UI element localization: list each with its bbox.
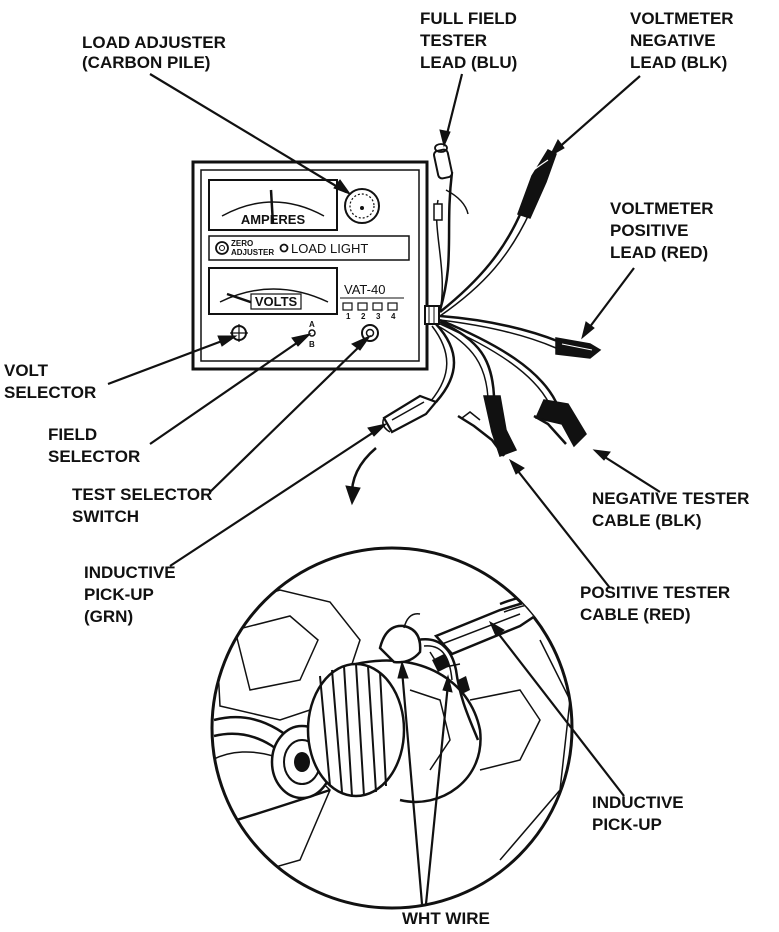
label-inductive-pickup: INDUCTIVE PICK-UP xyxy=(592,793,684,834)
label-test-selector-line2: SWITCH xyxy=(72,507,139,526)
label-volt-pos-line2: POSITIVE xyxy=(610,221,688,240)
wht-wire xyxy=(417,638,480,741)
zero-adjuster-label-line1: ZERO xyxy=(231,239,253,248)
leader-volt-selector xyxy=(107,336,231,386)
leader-inductive-pickup-grn xyxy=(169,427,381,567)
label-test-selector: TEST SELECTOR SWITCH xyxy=(72,485,212,526)
field-selector-b: B xyxy=(309,340,315,349)
model-label: VAT-40 xyxy=(344,282,385,297)
test-position-3: 3 xyxy=(376,312,381,321)
label-neg-cable-line1: NEGATIVE TESTER xyxy=(592,489,749,508)
full-field-lead-wire xyxy=(438,171,454,311)
test-position-4: 4 xyxy=(391,312,396,321)
voltmeter-positive-wire xyxy=(439,314,561,344)
load-adjuster-knob[interactable] xyxy=(344,188,380,224)
test-position-markers: 1 2 3 4 xyxy=(342,302,398,321)
label-volt-selector-line1: VOLT xyxy=(4,361,49,380)
label-pos-cable-line2: CABLE (RED) xyxy=(580,605,691,624)
label-positive-cable: POSITIVE TESTER CABLE (RED) xyxy=(580,583,730,624)
volts-label: VOLTS xyxy=(255,294,298,309)
positive-tester-clamp xyxy=(457,395,518,457)
volts-meter: VOLTS xyxy=(208,267,338,315)
label-inductive-grn-line2: PICK-UP xyxy=(84,585,154,604)
amperes-label: AMPERES xyxy=(241,212,306,227)
cable-bundle xyxy=(382,143,602,457)
label-field-selector: FIELD SELECTOR xyxy=(48,425,140,466)
label-field-selector-line1: FIELD xyxy=(48,425,97,444)
leader-wht-wire-1 xyxy=(400,669,424,905)
label-inductive-grn-line3: (GRN) xyxy=(84,607,133,626)
label-full-field-line2: TESTER xyxy=(420,31,487,50)
label-volt-neg-line3: LEAD (BLK) xyxy=(630,53,727,72)
label-inductive-grn-line1: INDUCTIVE xyxy=(84,563,176,582)
label-inductive-line2: PICK-UP xyxy=(592,815,662,834)
leader-load-adjuster xyxy=(149,73,347,193)
leader-positive-cable xyxy=(513,465,611,589)
test-position-1: 1 xyxy=(346,312,351,321)
negative-tester-clamp xyxy=(533,399,587,448)
amperes-needle xyxy=(269,189,275,225)
label-volt-neg-line1: VOLTMETER xyxy=(630,9,734,28)
test-position-2: 2 xyxy=(361,312,366,321)
label-voltmeter-negative: VOLTMETER NEGATIVE LEAD (BLK) xyxy=(630,9,734,72)
label-inductive-pickup-grn: INDUCTIVE PICK-UP (GRN) xyxy=(84,563,176,626)
label-inductive-line1: INDUCTIVE xyxy=(592,793,684,812)
field-selector-switch[interactable]: A B xyxy=(308,320,316,349)
load-light-indicator xyxy=(279,243,289,253)
amperes-meter: AMPERES xyxy=(208,179,338,231)
label-full-field-line3: LEAD (BLU) xyxy=(420,53,517,72)
positive-tester-cable xyxy=(439,320,496,397)
voltmeter-negative-clip xyxy=(517,149,557,219)
full-field-lead-connector xyxy=(432,143,469,221)
leader-field-selector xyxy=(149,337,305,445)
voltmeter-positive-clip xyxy=(555,337,602,359)
label-volt-pos-line1: VOLTMETER xyxy=(610,199,714,218)
label-load-adjuster-line2: (CARBON PILE) xyxy=(82,53,210,72)
load-light-label: LOAD LIGHT xyxy=(291,241,368,256)
volt-selector-knob[interactable] xyxy=(230,324,248,342)
label-volt-neg-line2: NEGATIVE xyxy=(630,31,716,50)
label-full-field-lead: FULL FIELD TESTER LEAD (BLU) xyxy=(420,9,517,72)
field-selector-a: A xyxy=(309,320,315,329)
leader-voltmeter-positive xyxy=(585,267,635,333)
label-test-selector-line1: TEST SELECTOR xyxy=(72,485,212,504)
leader-negative-cable xyxy=(599,453,661,493)
label-full-field-line1: FULL FIELD xyxy=(420,9,517,28)
inductive-pickup-grn-clip xyxy=(382,394,438,434)
zero-adjuster-label-line2: ADJUSTER xyxy=(231,248,274,257)
leader-full-field xyxy=(444,73,464,139)
label-volt-selector-line2: SELECTOR xyxy=(4,383,96,402)
alternator-detail-view xyxy=(210,546,574,910)
alternator-body xyxy=(306,659,541,804)
terminal-boot xyxy=(378,613,422,664)
negative-tester-cable xyxy=(439,318,558,403)
label-pos-cable-line1: POSITIVE TESTER xyxy=(580,583,730,602)
label-load-adjuster-line1: LOAD ADJUSTER xyxy=(82,33,226,52)
leader-wht-wire-2 xyxy=(424,683,450,905)
inductive-pickup-lead-wire xyxy=(435,323,456,403)
label-wht-wire: WHT WIRE xyxy=(402,909,490,928)
label-volt-pos-line3: LEAD (RED) xyxy=(610,243,708,262)
label-negative-cable: NEGATIVE TESTER CABLE (BLK) xyxy=(592,489,749,530)
test-selector-knob[interactable] xyxy=(361,324,379,342)
leader-test-selector xyxy=(209,341,365,493)
label-field-selector-line2: SELECTOR xyxy=(48,447,140,466)
zero-adjuster[interactable] xyxy=(215,241,229,255)
label-neg-cable-line2: CABLE (BLK) xyxy=(592,511,702,530)
label-voltmeter-positive: VOLTMETER POSITIVE LEAD (RED) xyxy=(610,199,714,262)
label-volt-selector: VOLT SELECTOR xyxy=(4,361,96,402)
leader-voltmeter-negative xyxy=(555,75,641,151)
label-load-adjuster: LOAD ADJUSTER (CARBON PILE) xyxy=(82,33,226,72)
leader-inductive-pickup xyxy=(493,627,625,797)
voltmeter-negative-wire xyxy=(439,209,524,313)
